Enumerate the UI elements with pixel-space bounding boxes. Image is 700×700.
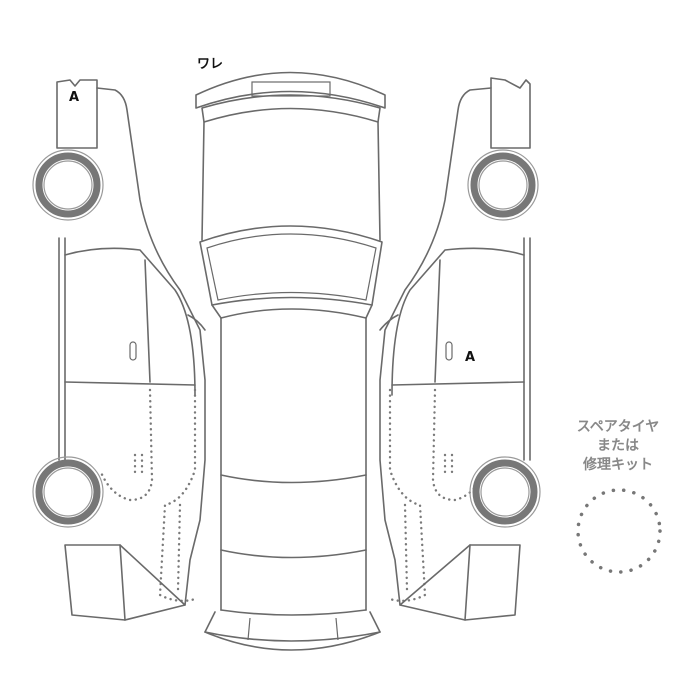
spare-tire-label: スペアタイヤ または 修理キット — [558, 418, 678, 475]
spare-label-line3: 修理キット — [583, 457, 653, 473]
spare-tire-circle-icon — [576, 488, 662, 574]
right-side-view — [379, 77, 541, 621]
left-rear-tire — [32, 456, 104, 528]
damage-mark-left-front: A — [69, 90, 80, 105]
left-front-tire — [32, 149, 104, 221]
right-rear-tire — [469, 456, 541, 528]
damage-mark-rear-windshield: ワレ — [197, 57, 224, 72]
spare-label-line2: または — [597, 438, 639, 454]
damage-mark-right-door: A — [465, 350, 476, 365]
top-view — [187, 71, 399, 651]
right-front-tire — [467, 149, 539, 221]
left-side-view — [32, 79, 206, 621]
spare-label-line1: スペアタイヤ — [576, 419, 660, 435]
